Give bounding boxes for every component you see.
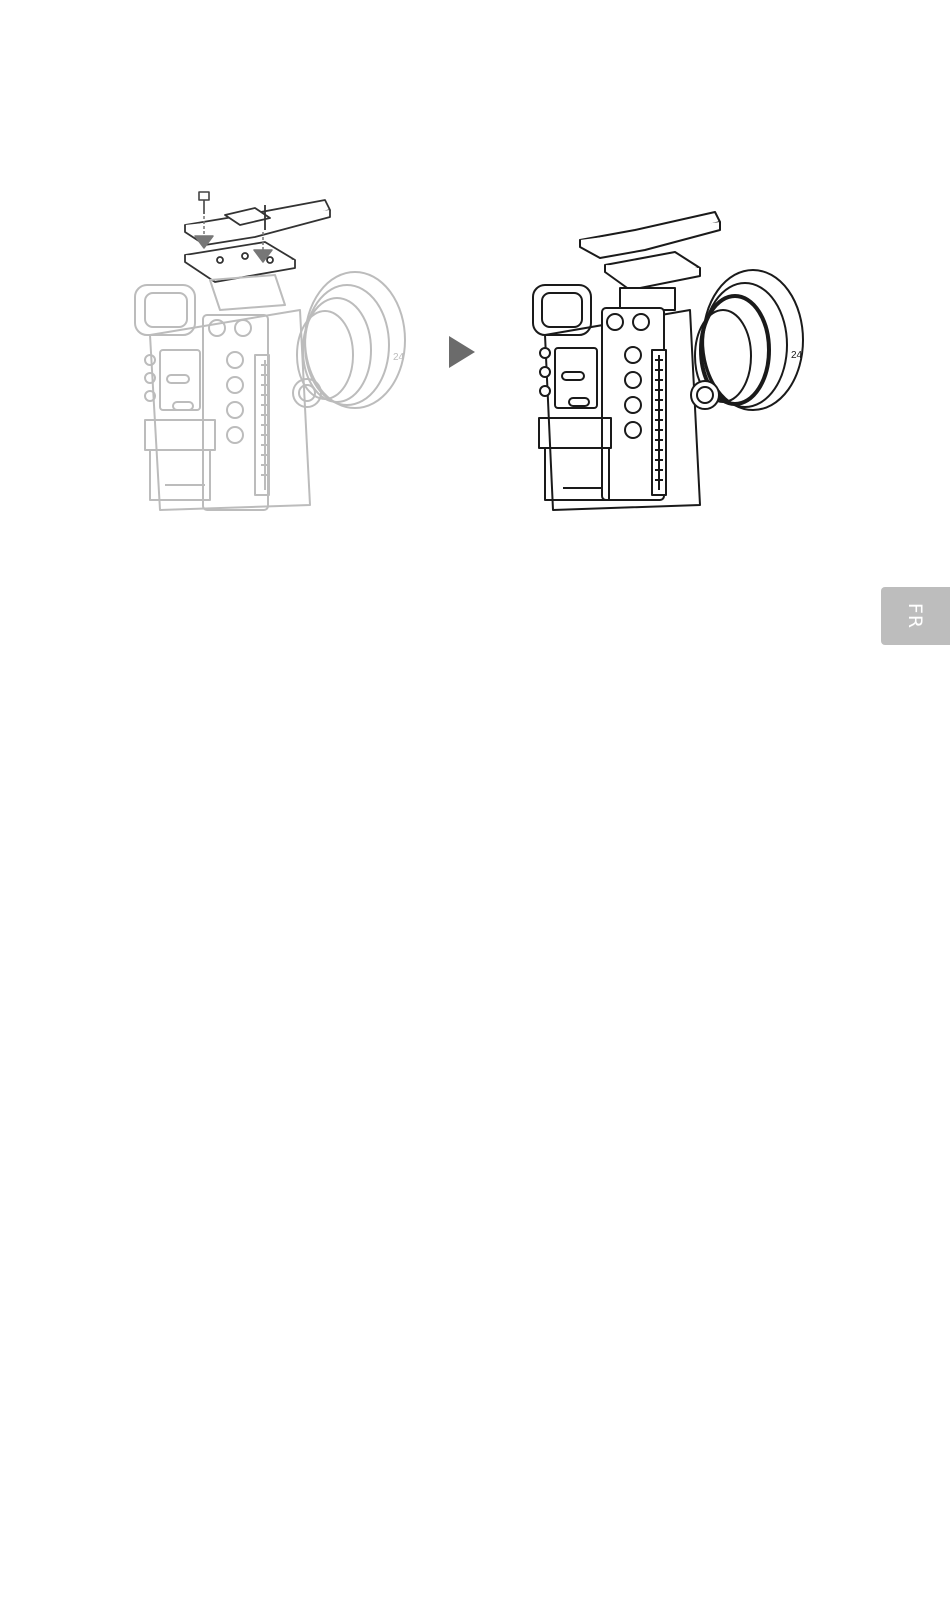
language-tab-label: FR: [904, 603, 926, 629]
camera-mount-before-illustration: 24: [125, 180, 420, 530]
lens-mark: 24: [791, 350, 803, 361]
language-tab[interactable]: FR: [881, 587, 950, 645]
camera-mount-after-illustration: 24: [525, 200, 820, 530]
camera-body: [135, 275, 310, 510]
camera-body: [533, 285, 700, 510]
mounted-plate-assembly: [580, 212, 720, 310]
lower-mount-plate: [185, 242, 295, 282]
lens: 24: [293, 272, 405, 408]
lens: 24: [691, 270, 803, 410]
lens-mark: 24: [393, 352, 405, 363]
screw-icon: [199, 192, 209, 214]
play-triangle-icon: [449, 336, 477, 368]
